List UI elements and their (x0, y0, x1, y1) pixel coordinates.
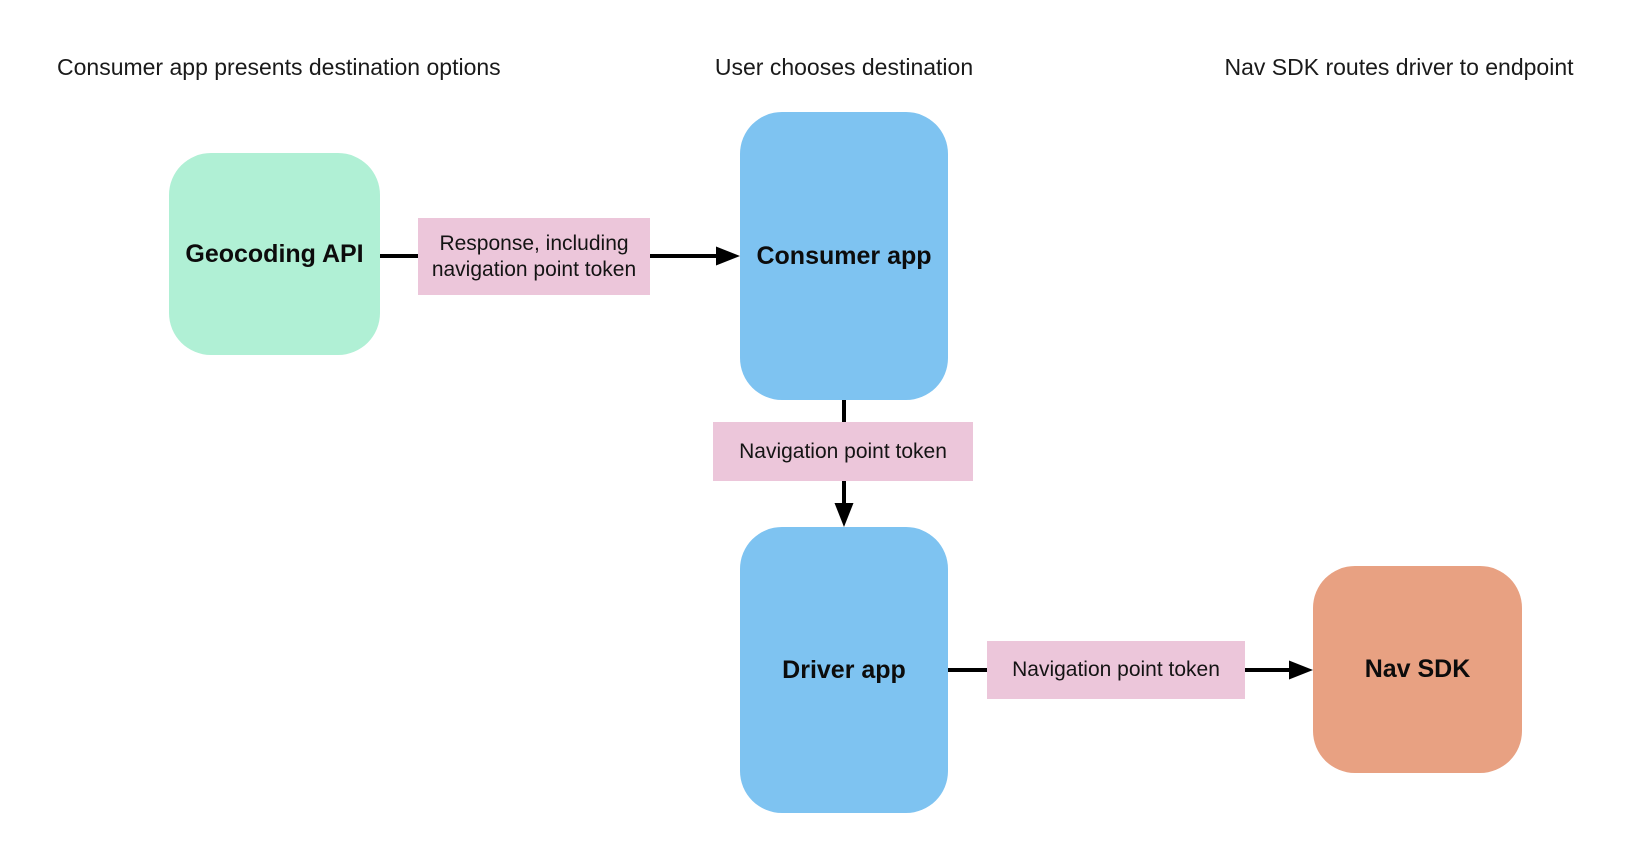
column-title-consumer-presents: Consumer app presents destination option… (57, 54, 501, 80)
edge-label-text: Response, including navigation point tok… (431, 231, 637, 281)
edge-label-navigation-point-token-middle: Navigation point token (713, 422, 973, 481)
node-nav-sdk-label: Nav SDK (1364, 655, 1471, 683)
node-driver-app-label: Driver app (782, 655, 906, 684)
node-nav-sdk: Nav SDK (1313, 566, 1522, 773)
edge-label-text: Navigation point token (1012, 658, 1220, 681)
column-title-user-chooses: User chooses destination (714, 54, 974, 80)
edge-label-text: Navigation point token (739, 439, 947, 463)
node-consumer-app: Consumer app (740, 112, 948, 400)
node-consumer-app-label: Consumer app (756, 241, 932, 270)
column-title-navsdk-routes: Nav SDK routes driver to endpoint (1224, 54, 1574, 80)
arrowhead-down-icon (834, 503, 854, 527)
edge-label-response-including-token: Response, including navigation point tok… (418, 218, 650, 295)
node-driver-app: Driver app (740, 527, 948, 813)
edge-label-navigation-point-token-right: Navigation point token (987, 641, 1245, 699)
arrowhead-right-icon (716, 246, 740, 266)
node-geocoding-api: Geocoding API (169, 153, 380, 355)
node-geocoding-api-label: Geocoding API (185, 239, 364, 268)
arrowhead-right-icon (1289, 660, 1313, 680)
